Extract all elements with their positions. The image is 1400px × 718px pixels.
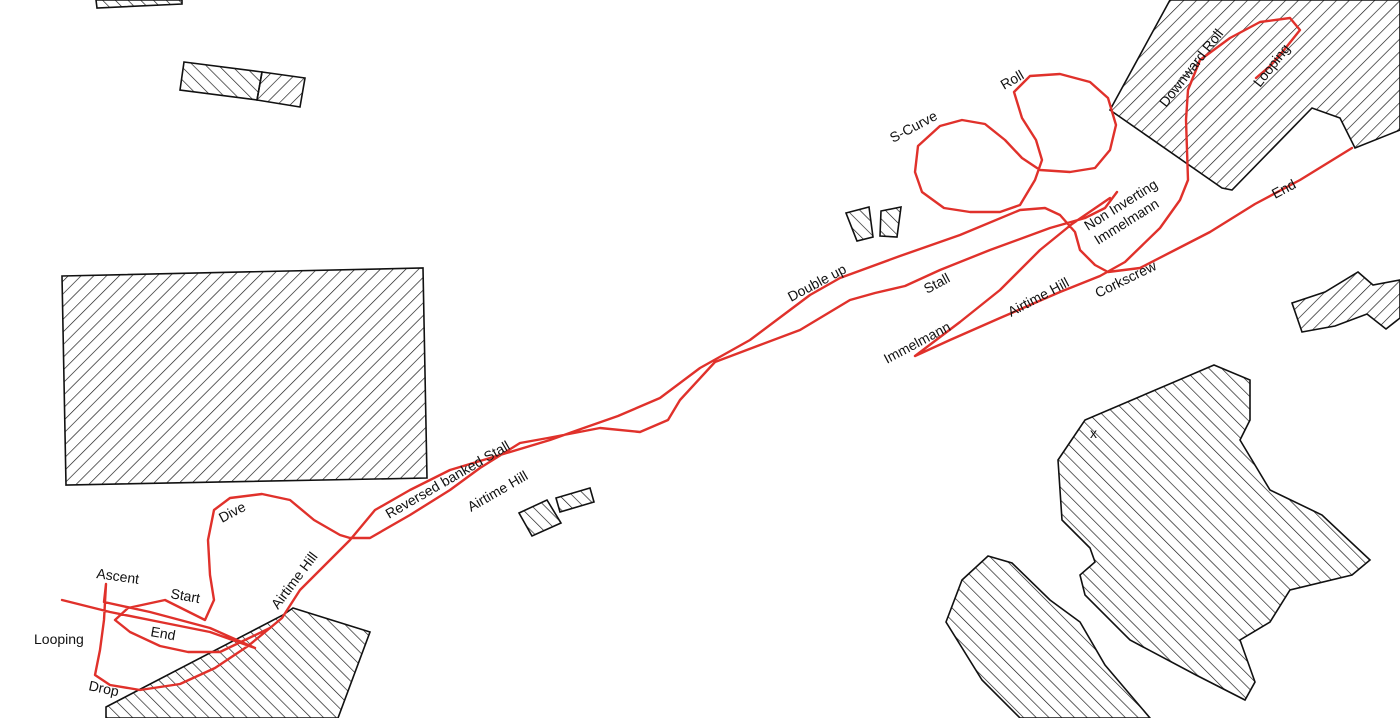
coaster-track [60, 16, 1354, 692]
building-small-north-b [256, 71, 306, 108]
building-small-center-a [517, 498, 563, 538]
label-double-up: Double up [785, 260, 849, 304]
label-airtime-hill-3: Airtime Hill [1005, 274, 1072, 320]
label-dive: Dive [216, 498, 248, 525]
label-end-east: End [1269, 176, 1299, 202]
label-stall: Stall [921, 270, 953, 297]
building-east-small [1290, 271, 1400, 333]
building-small-ne-a [844, 205, 874, 242]
label-corkscrew: Corkscrew [1092, 257, 1159, 301]
label-airtime-hill-1: Airtime Hill [268, 549, 321, 612]
building-small-center-b [555, 487, 595, 513]
label-ascent: Ascent [96, 565, 141, 587]
label-x-mark: x [1090, 425, 1097, 441]
label-airtime-hill-2: Airtime Hill [465, 467, 531, 514]
label-roll: Roll [998, 67, 1027, 93]
building-northeast [1108, 0, 1400, 191]
building-east-large [1057, 364, 1372, 702]
building-southeast [945, 555, 1152, 718]
label-drop: Drop [87, 677, 120, 699]
label-s-curve: S-Curve [887, 107, 940, 145]
buildings [61, 0, 1400, 718]
building-small-north [179, 61, 263, 101]
label-looping-west: Looping [34, 631, 84, 647]
label-end-west: End [149, 623, 176, 643]
label-start: Start [169, 585, 201, 606]
track-path [60, 16, 1354, 692]
building-southwest [105, 607, 372, 718]
building-small-ne-b [879, 205, 902, 238]
building-top-left [95, 0, 183, 9]
building-large-west [61, 267, 428, 486]
